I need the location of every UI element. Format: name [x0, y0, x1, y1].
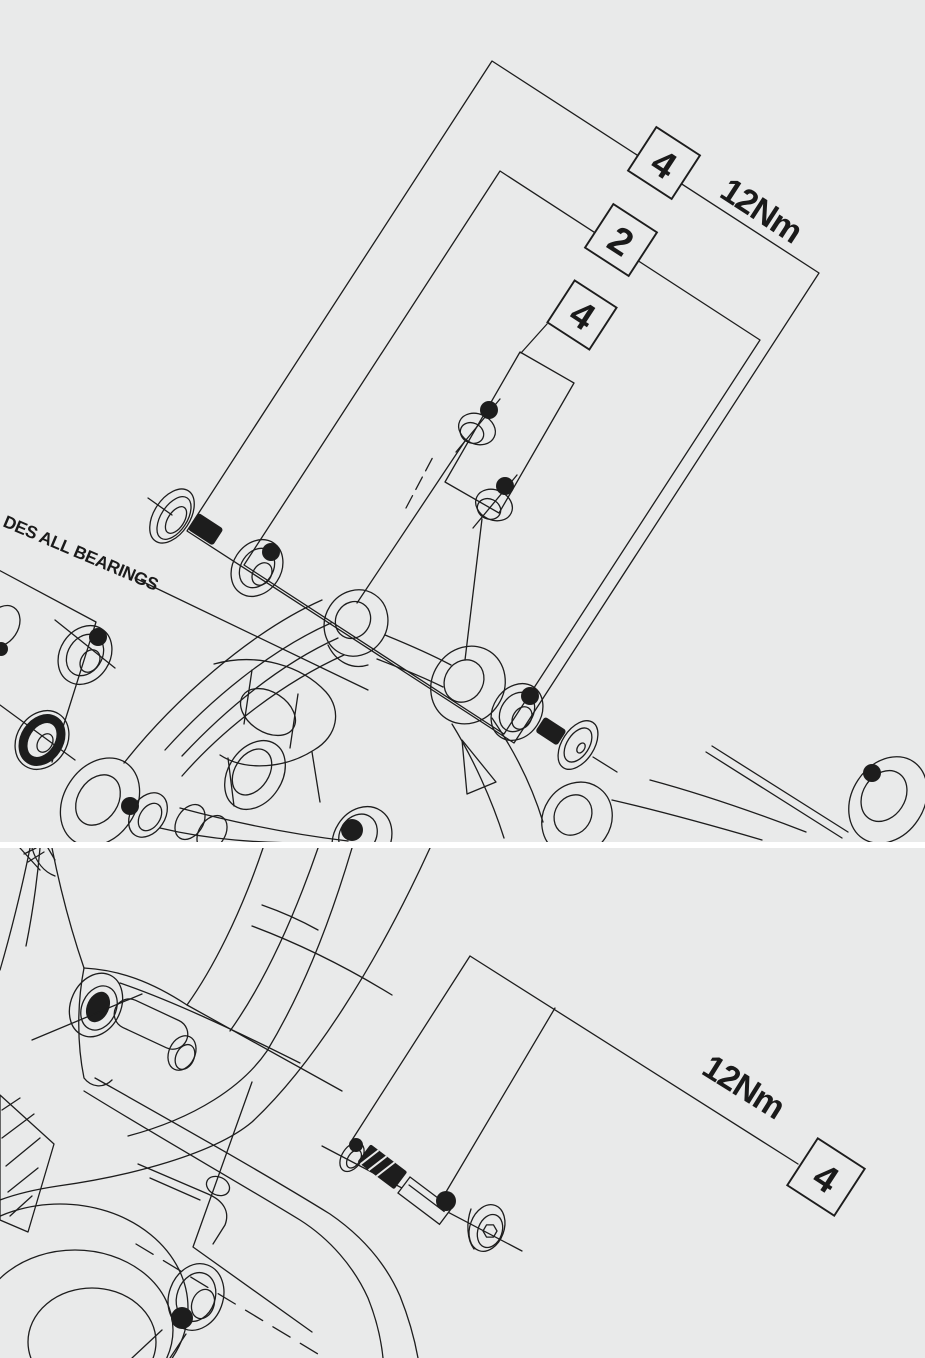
right-bolt-and-bearing	[490, 682, 618, 773]
left-bolt-and-bearing	[147, 488, 284, 598]
flanged-nut-pair	[356, 398, 518, 661]
left-bearing-cluster	[0, 604, 116, 770]
panel-divider	[0, 842, 925, 848]
top-diagram-panel: DES ALL BEARINGS	[0, 0, 925, 842]
lower-bearing	[131, 1081, 319, 1358]
bottom-diagram-panel: 12Nm 4	[0, 848, 925, 1358]
callout-box-4-bottom: 4	[785, 1136, 867, 1218]
callout-box-4-outer: 4	[626, 125, 702, 201]
bottom-edge-parts	[121, 745, 925, 842]
rocker-link-drawing	[59, 589, 544, 842]
frame-drawing	[0, 848, 431, 1358]
callout-box-2: 2	[583, 202, 659, 278]
torque-label-top: 12Nm	[714, 171, 809, 251]
callout-group-rectangles	[186, 60, 820, 744]
pivot-bolt-assembly	[321, 1138, 523, 1252]
callout-box-4-inner: 4	[546, 279, 618, 351]
note-leader-line	[134, 577, 369, 691]
pivot-bolt-drawing: 12Nm 4	[0, 848, 867, 1358]
rocker-exploded-drawing: DES ALL BEARINGS	[0, 60, 925, 842]
bottom-leader-lines	[351, 955, 799, 1193]
torque-label-bottom: 12Nm	[696, 1048, 791, 1127]
bearings-note-text: DES ALL BEARINGS	[0, 511, 161, 594]
note-bracket	[0, 569, 97, 763]
